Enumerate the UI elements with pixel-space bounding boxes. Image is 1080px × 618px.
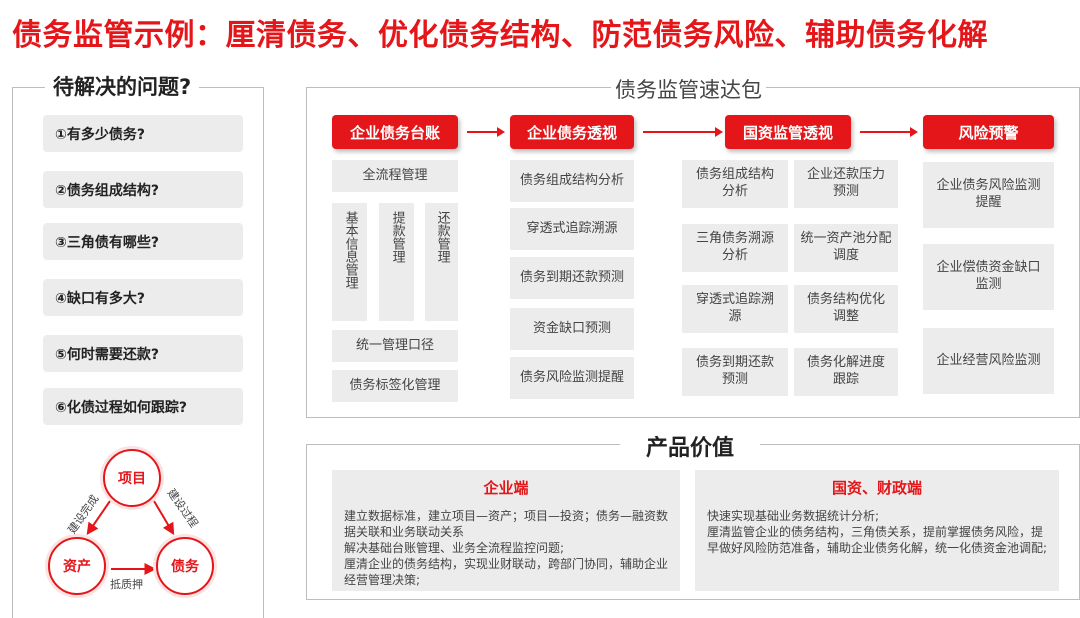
- cell-state-pressure: 企业还款压力预测: [794, 160, 898, 208]
- cell-state-forecast: 债务到期还款预测: [682, 348, 788, 396]
- cell-state-progress: 债务化解进度跟踪: [794, 348, 898, 396]
- header-state-supervision: 国资监管透视: [725, 115, 851, 149]
- cell-repayment: 还款管理: [425, 203, 458, 321]
- question-item: ③三角债有哪些?: [43, 223, 243, 260]
- cell-risk-monitor: 企业债务风险监测提醒: [923, 162, 1054, 228]
- header-risk-warning: 风险预警: [923, 115, 1054, 149]
- cell-state-pool: 统一资产池分配调度: [794, 224, 898, 272]
- question-item: ⑥化债过程如何跟踪?: [43, 388, 243, 425]
- cell-full-process: 全流程管理: [332, 160, 458, 192]
- question-item: ⑤何时需要还款?: [43, 335, 243, 372]
- enterprise-line: 厘清企业的债务结构，实现业财联动，跨部门协同，辅助企业经营管理决策;: [344, 557, 669, 587]
- enterprise-box: 企业端 建立数据标准，建立项目—资产；项目—投资；债务—融资数据关联和业务联动关…: [332, 470, 680, 591]
- question-item: ②债务组成结构?: [43, 171, 243, 208]
- government-title: 国资、财政端: [831, 479, 922, 497]
- cell-withdrawal: 提款管理: [379, 203, 414, 321]
- cell-state-triangle: 三角债务溯源分析: [682, 224, 788, 272]
- cell-operation-risk: 企业经营风险监测: [923, 328, 1054, 394]
- page-title: 债务监管示例：厘清债务、优化债务结构、防范债务风险、辅助债务化解: [12, 18, 988, 53]
- arrow-1: [467, 127, 505, 137]
- problems-panel: 待解决的问题? ①有多少债务? ②债务组成结构? ③三角债有哪些? ④缺口有多大…: [12, 71, 264, 618]
- government-line: 快速实现基础业务数据统计分析;: [707, 509, 880, 523]
- enterprise-line: 建立数据标准，建立项目—资产；项目—投资；债务—融资数据关联和业务联动关系: [344, 509, 669, 539]
- cell-gap-forecast: 资金缺口预测: [510, 308, 634, 350]
- speedpack-panel: 债务监管速达包 企业债务台账 企业债务透视 国资监管透视 风险预警 全流程管理 …: [306, 74, 1080, 418]
- arrow-project-asset: [86, 500, 111, 535]
- enterprise-body: 建立数据标准，建立项目—资产；项目—投资；债务—融资数据关联和业务联动关系 解决…: [344, 508, 670, 588]
- header-debt-perspective: 企业债务透视: [510, 115, 634, 149]
- question-item: ①有多少债务?: [43, 115, 243, 152]
- node-debt: 债务: [156, 537, 214, 595]
- arrow-2: [643, 127, 723, 137]
- cell-gap-monitor: 企业偿债资金缺口监测: [923, 244, 1054, 310]
- problems-title: 待解决的问题?: [53, 75, 192, 99]
- header-debt-ledger: 企业债务台账: [332, 115, 458, 149]
- cell-risk-alert: 债务风险监测提醒: [510, 357, 634, 399]
- value-panel: 产品价值 企业端 建立数据标准，建立项目—资产；项目—投资；债务—融资数据关联和…: [306, 430, 1080, 600]
- cell-debt-tagging: 债务标签化管理: [332, 370, 458, 402]
- government-body: 快速实现基础业务数据统计分析; 厘清监管企业的债务结构，三角债关系，提前掌握债务…: [707, 508, 1049, 556]
- question-item: ④缺口有多大?: [43, 279, 243, 316]
- government-box: 国资、财政端 快速实现基础业务数据统计分析; 厘清监管企业的债务结构，三角债关系…: [695, 470, 1059, 591]
- cell-basic-info: 基本信息管理: [332, 203, 367, 321]
- label-pledge: 抵质押: [110, 578, 143, 591]
- cell-state-structure: 债务组成结构分析: [682, 160, 788, 208]
- cell-state-trace: 穿透式追踪溯源: [682, 285, 788, 333]
- triangle-arrows: [86, 500, 175, 575]
- enterprise-title: 企业端: [483, 479, 529, 497]
- cell-unified-caliber: 统一管理口径: [332, 330, 458, 362]
- cell-structure-analysis: 债务组成结构分析: [510, 160, 634, 202]
- speedpack-title: 债务监管速达包: [615, 78, 762, 102]
- cell-penetrating-trace: 穿透式追踪溯源: [510, 208, 634, 250]
- cell-repayment-forecast: 债务到期还款预测: [510, 257, 634, 299]
- arrow-3: [860, 127, 918, 137]
- government-line: 厘清监管企业的债务结构，三角债关系，提前掌握债务风险，提早做好风险防范准备，辅助…: [707, 525, 1048, 555]
- cell-state-optimize: 债务结构优化调整: [794, 285, 898, 333]
- node-asset: 资产: [48, 537, 106, 595]
- arrow-project-debt: [153, 500, 175, 536]
- enterprise-line: 解决基础台账管理、业务全流程监控问题;: [344, 541, 565, 555]
- value-title: 产品价值: [646, 436, 735, 461]
- node-project: 项目: [103, 449, 161, 507]
